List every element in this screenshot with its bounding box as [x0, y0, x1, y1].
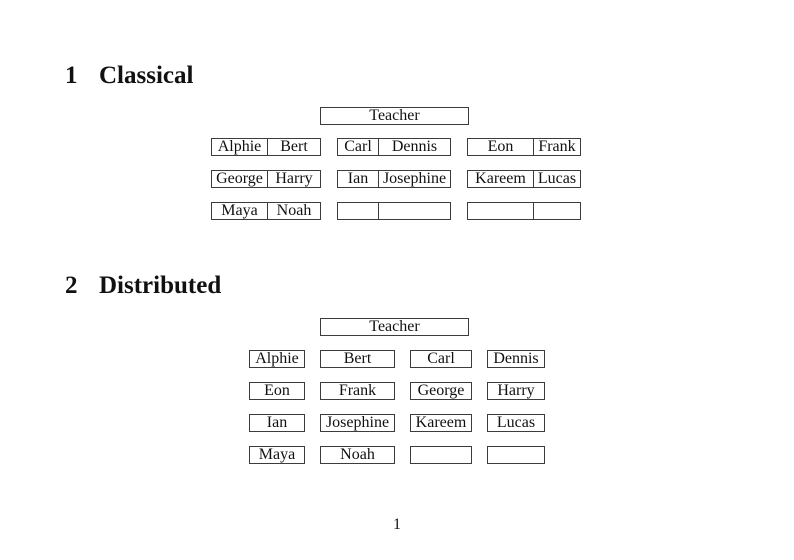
seat-box: Bert [320, 350, 395, 368]
desk-cell: Kareem [475, 170, 526, 187]
seat-box [487, 446, 545, 464]
seat-box: Carl [410, 350, 472, 368]
desk-pair: George Harry [211, 170, 321, 188]
teacher-box: Teacher [320, 318, 469, 336]
seat-box: Maya [249, 446, 305, 464]
section-heading-classical: 1 Classical [65, 62, 193, 90]
desk-cell: Lucas [533, 171, 580, 187]
section-number: 2 [65, 272, 78, 299]
desk-pair: Ian Josephine [337, 170, 451, 188]
seat-box: Dennis [487, 350, 545, 368]
desk-pair: Carl Dennis [337, 138, 451, 156]
desk-cell: Carl [344, 138, 372, 155]
seat-box: Josephine [320, 414, 395, 432]
section-title: Distributed [99, 272, 222, 299]
desk-pair: Eon Frank [467, 138, 581, 156]
desk-cell: George [216, 170, 263, 187]
desk-cell: Noah [267, 203, 320, 219]
desk-pair: Kareem Lucas [467, 170, 581, 188]
desk-pair [337, 202, 451, 220]
seat-box: Lucas [487, 414, 545, 432]
desk-cell: Frank [533, 139, 580, 155]
page-number: 1 [393, 516, 401, 533]
seat-box: Frank [320, 382, 395, 400]
desk-cell: Josephine [378, 171, 450, 187]
section-heading-distributed: 2 Distributed [65, 272, 221, 300]
seat-box: Harry [487, 382, 545, 400]
desk-pair [467, 202, 581, 220]
teacher-box: Teacher [320, 107, 469, 125]
desk-cell [533, 203, 580, 219]
seat-box: Eon [249, 382, 305, 400]
desk-cell [338, 203, 378, 219]
desk-cell [378, 203, 450, 219]
desk-cell: Eon [487, 138, 514, 155]
desk-cell: Bert [267, 139, 320, 155]
desk-cell [468, 203, 533, 219]
seat-box: Kareem [410, 414, 472, 432]
seat-box: George [410, 382, 472, 400]
seat-box: Ian [249, 414, 305, 432]
desk-cell: Dennis [378, 139, 450, 155]
desk-cell: Maya [221, 202, 258, 219]
seat-box: Alphie [249, 350, 305, 368]
desk-cell: Ian [347, 170, 369, 187]
seat-box: Noah [320, 446, 395, 464]
desk-pair: Maya Noah [211, 202, 321, 220]
desk-cell: Alphie [217, 138, 262, 155]
section-number: 1 [65, 62, 78, 89]
seat-box [410, 446, 472, 464]
desk-pair: Alphie Bert [211, 138, 321, 156]
desk-cell: Harry [267, 171, 320, 187]
section-title: Classical [99, 62, 194, 89]
